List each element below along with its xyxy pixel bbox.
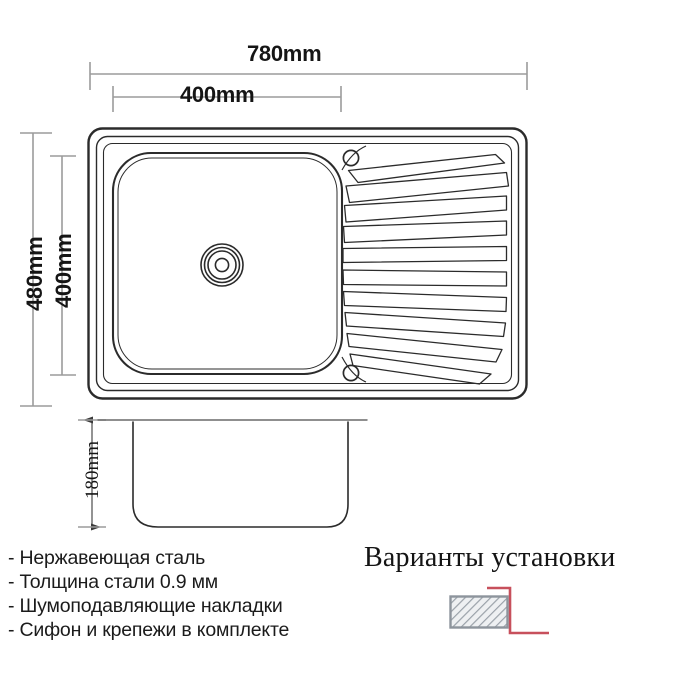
dimension-label-400mm-vertical: 400mm [51, 233, 76, 308]
spec-item: - Толщина стали 0.9 мм [8, 571, 218, 593]
dimension-label-780mm: 780mm [247, 41, 322, 66]
specification-list: - Нержавеющая сталь - Толщина стали 0.9 … [8, 546, 368, 642]
tap-hole-top [342, 149, 360, 167]
dimension-480mm-vertical [20, 132, 52, 407]
sink-bowl-outline [111, 151, 344, 376]
dimension-lines [20, 62, 528, 407]
drain-hole [200, 243, 244, 287]
countertop-hatch-block [449, 595, 509, 629]
sink-bowl-inner-outline [117, 157, 338, 370]
spec-item: - Сифон и крепежи в комплекте [8, 619, 290, 641]
install-options-title: Варианты установки [364, 542, 616, 573]
drainboard-bottom-arc [341, 356, 367, 383]
sink-rim-line [95, 135, 520, 392]
dimension-780mm [89, 62, 528, 90]
drainboard-top-arc [341, 145, 367, 171]
sink-inner-rim-line [102, 142, 513, 385]
drainboard-grooves [342, 153, 510, 385]
tap-hole-bottom [342, 364, 360, 382]
front-view-basin-outline [132, 421, 349, 528]
countertop-overmount-diagram-icon [449, 586, 549, 635]
dimension-label-480mm-vertical: 480mm [22, 236, 47, 311]
spec-item: - Шумоподавляющие накладки [8, 595, 283, 617]
sink-edge-profile-line [487, 586, 549, 635]
sink-top-view [87, 127, 528, 400]
sink-front-view [97, 419, 368, 528]
dimension-400mm-vertical [50, 155, 76, 376]
dimension-label-400mm-horizontal: 400mm [180, 82, 255, 107]
spec-item: - Нержавеющая сталь [8, 547, 206, 569]
dimension-label-180mm-depth: 180mm [82, 440, 103, 499]
dimension-400mm-horizontal [112, 86, 342, 112]
